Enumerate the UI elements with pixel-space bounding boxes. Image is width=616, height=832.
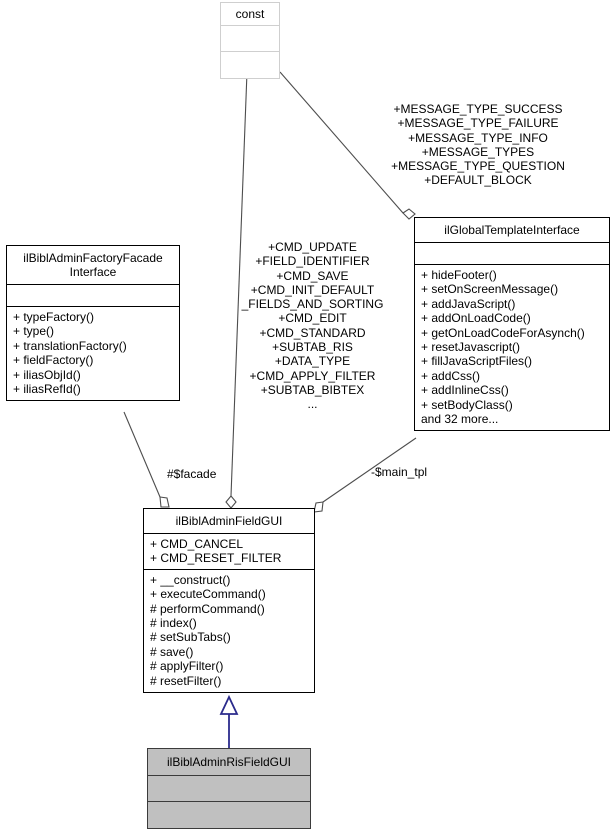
aggregation-diamond-facade	[159, 496, 170, 508]
edge-generalization-subclass	[219, 694, 239, 748]
class-member-line: + setBodyClass()	[421, 397, 513, 412]
class-operations-ris-field-gui	[148, 802, 310, 828]
class-member-line: + addCss()	[421, 368, 481, 383]
class-member-line: + setOnScreenMessage()	[421, 282, 559, 297]
class-operations-global-template-interface: + hideFooter()+ setOnScreenMessage()+ ad…	[415, 265, 609, 430]
inheritance-arrowhead	[219, 694, 239, 715]
class-box-facade-interface[interactable]: ilBiblAdminFactoryFacade Interface + typ…	[6, 245, 180, 402]
class-member-line: + fieldFactory()	[13, 353, 94, 368]
class-attributes-main-field-gui: + CMD_CANCEL+ CMD_RESET_FILTER	[144, 534, 314, 570]
class-member-line: + hideFooter()	[421, 268, 497, 282]
edge-label-facade-role: #$facade	[167, 467, 217, 481]
edge-label-const-to-main-class: +CMD_UPDATE +FIELD_IDENTIFIER +CMD_SAVE …	[241, 240, 384, 412]
class-title-global-template-interface: ilGlobalTemplateInterface	[415, 218, 609, 243]
class-attributes-facade-interface	[7, 285, 179, 307]
edge-facade-to-main-class	[123, 411, 170, 508]
edge-label-main-tpl-role: -$main_tpl	[371, 465, 428, 479]
class-member-line: # applyFilter()	[150, 659, 224, 674]
class-member-line: + translationFactory()	[13, 338, 127, 353]
class-member-line: # setSubTabs()	[150, 630, 231, 645]
edge-label-const-to-global-template: +MESSAGE_TYPE_SUCCESS +MESSAGE_TYPE_FAIL…	[391, 102, 565, 188]
class-member-line: + iliasObjId()	[13, 367, 81, 382]
class-member-line: + fillJavaScriptFiles()	[421, 354, 533, 369]
class-member-line: + resetJavascript()	[421, 340, 521, 355]
class-member-line: + type()	[13, 324, 55, 339]
class-member-line: + addInlineCss()	[421, 383, 509, 398]
edge-const-to-main-class	[225, 71, 248, 509]
class-box-global-template-interface[interactable]: ilGlobalTemplateInterface + hideFooter()…	[414, 217, 610, 432]
class-member-line: + CMD_CANCEL	[150, 537, 244, 551]
class-member-line: and 32 more...	[421, 412, 499, 427]
class-operations-facade-interface: + typeFactory()+ type()+ translationFact…	[7, 307, 179, 400]
class-member-line: + typeFactory()	[13, 310, 95, 324]
aggregation-diamond-main-tpl	[313, 501, 324, 513]
aggregation-diamond-main-top	[225, 495, 237, 509]
class-title-ris-field-gui: ilBiblAdminRisFieldGUI	[148, 749, 310, 776]
edge-const-to-global-template	[279, 71, 416, 220]
class-box-const[interactable]: const	[220, 2, 280, 79]
class-member-line: + getOnLoadCodeForAsynch()	[421, 325, 585, 340]
class-member-line: + CMD_RESET_FILTER	[150, 551, 282, 566]
class-member-line: # performCommand()	[150, 601, 265, 616]
class-member-line: + iliasRefId()	[13, 382, 81, 397]
class-title-facade-interface: ilBiblAdminFactoryFacade Interface	[7, 246, 179, 285]
class-box-ris-field-gui[interactable]: ilBiblAdminRisFieldGUI	[147, 748, 311, 829]
class-operations-main-field-gui: + __construct()+ executeCommand()# perfo…	[144, 570, 314, 692]
class-title-const: const	[221, 3, 279, 26]
class-operations-const	[221, 52, 279, 78]
class-member-line: # index()	[150, 616, 197, 631]
class-attributes-ris-field-gui	[148, 776, 310, 802]
class-member-line: + addJavaScript()	[421, 296, 516, 311]
class-member-line: + __construct()	[150, 572, 231, 587]
class-member-line: + executeCommand()	[150, 587, 266, 602]
class-title-main-field-gui: ilBiblAdminFieldGUI	[144, 509, 314, 534]
class-member-line: # resetFilter()	[150, 673, 222, 688]
class-member-line: + addOnLoadCode()	[421, 311, 531, 326]
class-box-main-field-gui[interactable]: ilBiblAdminFieldGUI + CMD_CANCEL+ CMD_RE…	[143, 508, 315, 694]
class-attributes-global-template-interface	[415, 243, 609, 265]
class-member-line: # save()	[150, 644, 194, 659]
class-attributes-const	[221, 26, 279, 52]
aggregation-diamond-global-template	[402, 208, 416, 220]
